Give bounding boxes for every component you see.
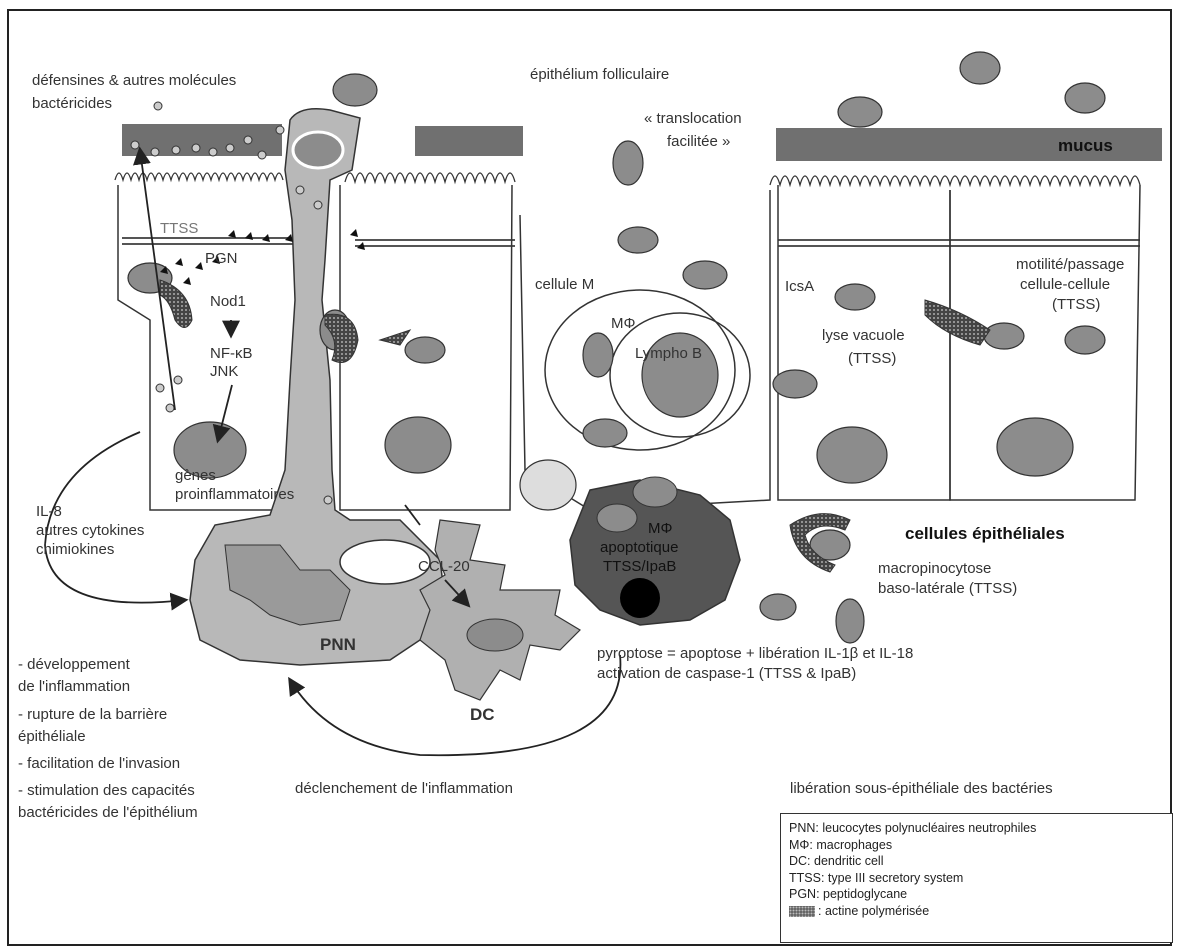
label-bactericides: bactéricides <box>32 95 112 113</box>
label-cellule-m: cellule M <box>535 276 594 294</box>
label-caspase: activation de caspase-1 (TTSS & IpaB) <box>597 665 856 683</box>
label-genes: gènes <box>175 467 216 485</box>
consequence-item: - stimulation des capacités <box>18 782 195 800</box>
label-mphi: MΦ <box>611 315 635 333</box>
legend-pgn: PGN: peptidoglycane <box>789 886 1164 903</box>
label-epithelium-folliculaire: épithélium folliculaire <box>530 66 669 84</box>
label-apoptotique: apoptotique <box>600 539 678 557</box>
label-lympho-b: Lympho B <box>635 345 702 363</box>
mucus-bar-middle <box>415 126 523 156</box>
dc-cell <box>420 520 580 700</box>
label-pyroptose: pyroptose = apoptose + libération IL-1β … <box>597 645 913 663</box>
label-defensines: défensines & autres molécules <box>32 72 236 90</box>
bacterium <box>597 504 637 532</box>
label-macropinocytose: macropinocytose <box>878 560 991 578</box>
label-cellule-cellule: cellule-cellule <box>1020 276 1110 294</box>
legend-dc: DC: dendritic cell <box>789 853 1164 870</box>
legend-box: PNN: leucocytes polynucléaires neutrophi… <box>780 813 1173 943</box>
apoptotic-body <box>620 578 660 618</box>
pnn-vacuole-bacterium <box>293 132 343 168</box>
label-ccl20: CCL-20 <box>418 558 470 576</box>
cell-m-vacuole <box>520 460 576 510</box>
label-pgn: PGN <box>205 250 238 268</box>
legend-actine-row: : actine polymérisée <box>789 903 1164 920</box>
label-translocation: « translocation <box>644 110 742 128</box>
label-autres-cytokines: autres cytokines <box>36 522 144 540</box>
phagosome <box>340 540 430 584</box>
consequence-item: - facilitation de l'invasion <box>18 755 180 773</box>
legend-mphi: MΦ: macrophages <box>789 837 1164 854</box>
label-baso-laterale: baso-latérale (TTSS) <box>878 580 1017 598</box>
legend-actine: : actine polymérisée <box>818 904 929 918</box>
label-jnk: JNK <box>210 363 238 381</box>
label-liberation: libération sous-épithéliale des bactérie… <box>790 780 1053 798</box>
label-mphi-apoptotique: MΦ <box>648 520 672 538</box>
legend-pnn: PNN: leucocytes polynucléaires neutrophi… <box>789 820 1164 837</box>
mucus-bar-left <box>122 124 282 156</box>
label-nod1: Nod1 <box>210 293 246 311</box>
label-facilitee: facilitée » <box>667 133 730 151</box>
label-cellules-epitheliales: cellules épithéliales <box>905 524 1065 544</box>
consequence-item: - rupture de la barrière <box>18 706 167 724</box>
label-mucus: mucus <box>1058 136 1113 156</box>
label-nfkb: NF-κB <box>210 345 253 363</box>
bacterium <box>633 477 677 507</box>
label-il8: IL-8 <box>36 503 62 521</box>
arrows <box>45 150 620 755</box>
label-icsa: IcsA <box>785 278 814 296</box>
label-chimiokines: chimiokines <box>36 541 114 559</box>
label-pnn: PNN <box>320 635 356 655</box>
dc-nucleus <box>467 619 523 651</box>
label-lyse-vacuole: lyse vacuole <box>822 327 905 345</box>
label-proinflammatoires: proinflammatoires <box>175 486 294 504</box>
consequence-item: bactéricides de l'épithélium <box>18 804 198 822</box>
label-declenchement: déclenchement de l'inflammation <box>295 780 513 798</box>
label-motilite-ttss: (TTSS) <box>1052 296 1100 314</box>
label-lyse-ttss: (TTSS) <box>848 350 896 368</box>
consequence-item: de l'inflammation <box>18 678 130 696</box>
consequence-item: épithéliale <box>18 728 86 746</box>
label-motilite: motilité/passage <box>1016 256 1124 274</box>
label-ttss-ipab: TTSS/IpaB <box>603 558 676 576</box>
consequence-item: - développement <box>18 656 130 674</box>
legend-ttss: TTSS: type III secretory system <box>789 870 1164 887</box>
actin-swatch <box>789 906 815 917</box>
label-ttss: TTSS <box>160 220 198 238</box>
label-dc: DC <box>470 705 495 725</box>
